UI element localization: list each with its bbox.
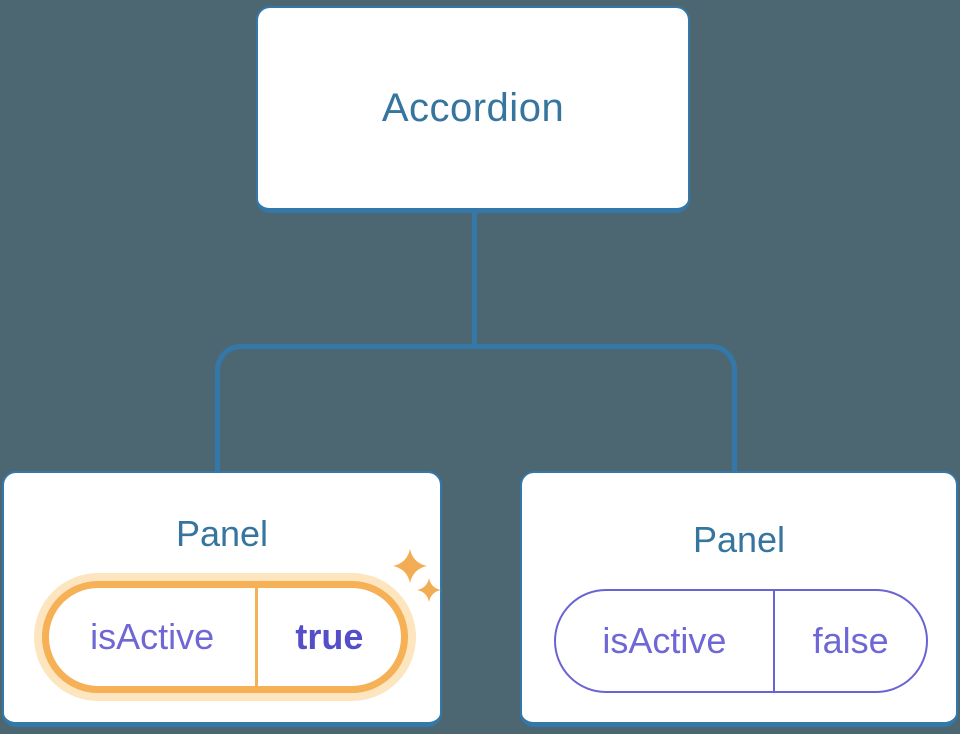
prop-value: false [812,620,889,661]
state-pill-inactive: isActive false [554,589,928,693]
root-node-label: Accordion [381,85,565,130]
state-pill-active: isActive true [42,581,408,693]
pill-divider [772,591,776,691]
root-node-accordion: Accordion [256,6,690,213]
prop-name: isActive [602,620,727,661]
panel-node-inactive: Panel isActive false [520,471,958,727]
panel-title: Panel [692,519,786,560]
panel-node-active: Panel isActive true [2,471,442,727]
sparkles-icon [393,549,441,602]
prop-value: true [295,616,364,657]
prop-name: isActive [90,616,215,657]
connector-bracket [215,344,737,471]
panel-title: Panel [175,513,269,554]
pill-divider [255,588,258,686]
connector-stem [472,211,477,347]
state-pill-glow: isActive true [34,573,416,701]
